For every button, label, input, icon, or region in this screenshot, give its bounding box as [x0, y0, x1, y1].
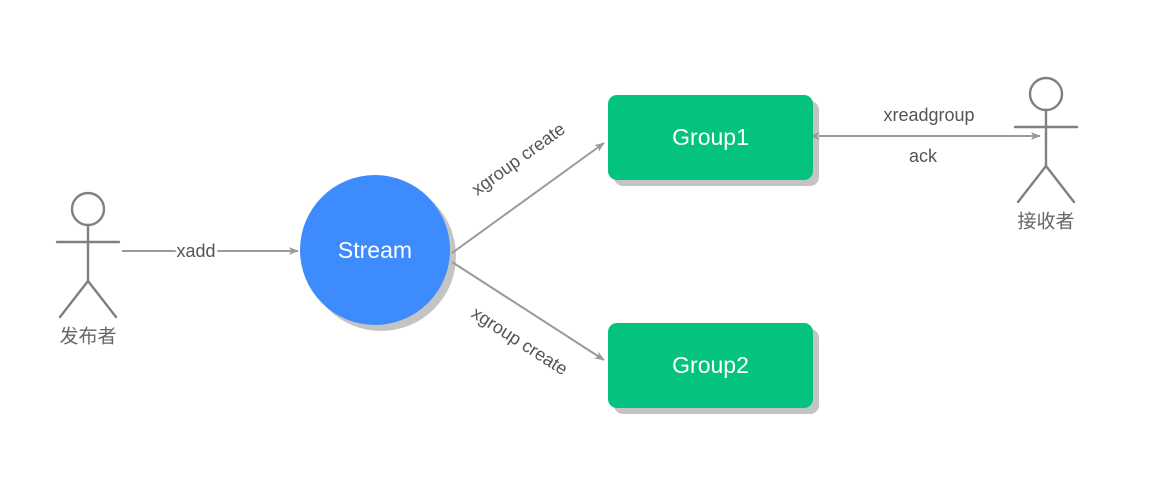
group1-node[interactable]: Group1 — [608, 95, 813, 180]
group2-node[interactable]: Group2 — [608, 323, 813, 408]
edge-stream-to-group2: xgroup create — [451, 261, 605, 379]
edge-label-xgroup-create-group2: xgroup create — [468, 303, 571, 379]
group2-node-label: Group2 — [672, 352, 749, 378]
actor-receiver[interactable]: 接收者 — [1013, 76, 1079, 233]
edge-label-xreadgroup: xreadgroup — [883, 105, 974, 125]
edge-publisher-to-stream: xadd — [122, 238, 299, 264]
group1-node-rect — [608, 95, 813, 180]
edge-label-xadd: xadd — [176, 241, 215, 261]
edge-group1-receiver: xreadgroup ack — [809, 102, 1041, 169]
stream-node-circle — [300, 175, 450, 325]
group2-node-rect — [608, 323, 813, 408]
actor-receiver-label: 接收者 — [1017, 211, 1074, 233]
edge-label-xgroup-create-group1: xgroup create — [468, 119, 569, 200]
group1-node-label: Group1 — [672, 124, 749, 150]
stream-node[interactable]: Stream — [300, 175, 450, 325]
edge-line — [451, 261, 605, 361]
edge-stream-to-group1: xgroup create — [451, 119, 605, 254]
edge-line — [451, 142, 605, 254]
actor-publisher-label: 发布者 — [59, 326, 116, 348]
stream-node-label: Stream — [338, 237, 412, 263]
stick-figure-icon — [55, 191, 121, 319]
stick-figure-icon — [1013, 76, 1079, 204]
actor-publisher[interactable]: 发布者 — [55, 191, 121, 348]
edge-label-ack: ack — [909, 146, 938, 166]
